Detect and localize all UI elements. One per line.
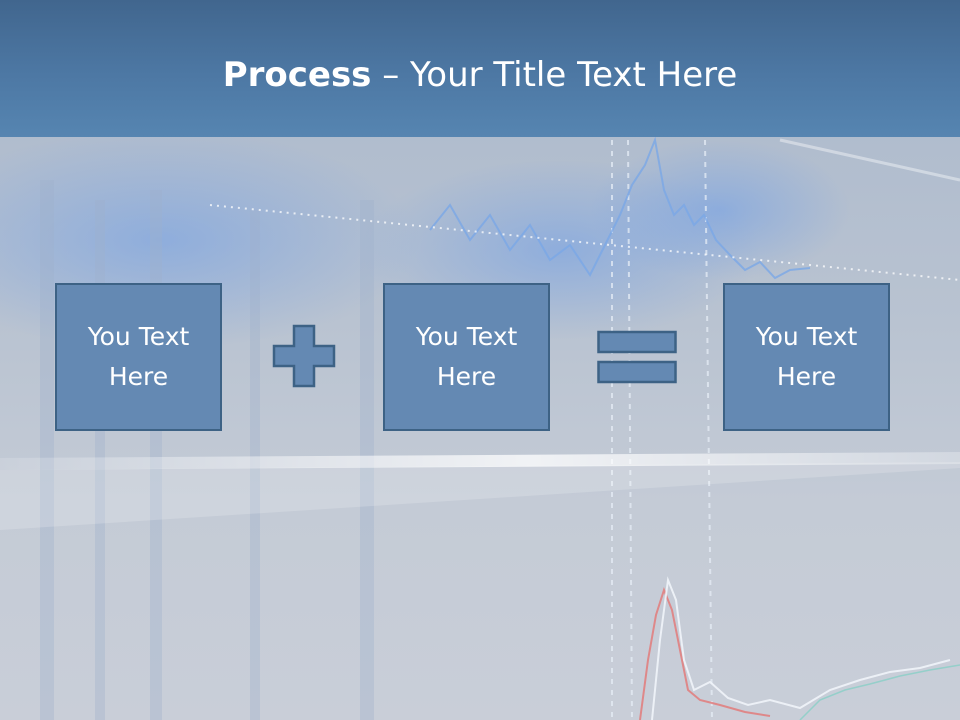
process-box-3-text: You Text Here — [755, 322, 858, 391]
process-box-3[interactable]: You Text Here — [723, 283, 890, 431]
process-box-2-text: You Text Here — [415, 322, 518, 391]
title-bold-part: Process — [222, 55, 372, 95]
process-box-1[interactable]: You Text Here — [55, 283, 222, 431]
equals-icon — [597, 330, 677, 384]
process-box-1-text: You Text Here — [87, 322, 190, 391]
title-rest-part: – Your Title Text Here — [371, 55, 738, 95]
slide-title: Process – Your Title Text Here — [0, 52, 960, 98]
process-box-2[interactable]: You Text Here — [383, 283, 550, 431]
title-bar — [0, 0, 960, 137]
plus-icon — [272, 324, 336, 388]
